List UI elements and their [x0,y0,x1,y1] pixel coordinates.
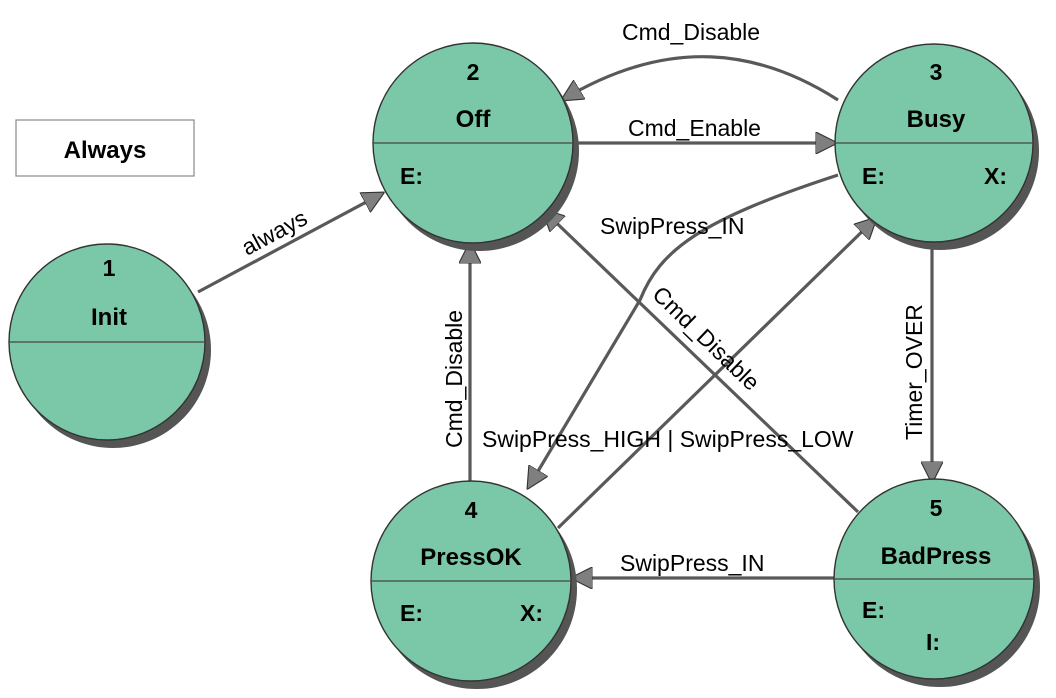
label-busy-to-badpress-timer: Timer_OVER [901,304,927,440]
state-pressok-name: PressOK [420,544,522,571]
state-pressok-exit-action: X: [520,600,543,626]
always-note: Always [15,119,195,177]
label-pressok-to-busy-high-low: SwipPress_HIGH | SwipPress_LOW [482,426,854,452]
edge-pressok-to-busy-high-low[interactable] [556,218,876,530]
label-badpress-to-off-disable: Cmd_Disable [648,281,765,396]
state-busy-exit-action: X: [984,163,1007,189]
edge-busy-to-pressok-swip-in[interactable] [528,173,839,488]
transition-labels: always Cmd_Disable Cmd_Enable SwipPress_… [237,19,927,576]
edge-init-to-off[interactable] [197,193,383,294]
transitions [197,55,932,578]
label-badpress-to-pressok-swip-in: SwipPress_IN [620,550,764,576]
state-badpress[interactable]: 5 BadPress E: I: [833,478,1040,687]
state-off[interactable]: 2 Off E: [372,42,579,251]
state-busy[interactable]: 3 Busy E: X: [834,43,1039,250]
always-note-label: Always [64,137,147,164]
state-pressok-number: 4 [465,497,478,523]
state-off-name: Off [456,106,492,133]
state-pressok[interactable]: 4 PressOK E: X: [370,480,577,689]
state-busy-entry-action: E: [862,163,885,189]
state-badpress-entry-action: E: [862,597,885,623]
state-init[interactable]: 1 Init [8,243,211,448]
state-badpress-number: 5 [930,495,943,521]
state-off-entry-action: E: [400,163,423,189]
state-off-number: 2 [467,59,480,85]
edge-badpress-to-off-disable[interactable] [543,210,860,514]
state-badpress-internal-action: I: [926,629,940,655]
edge-busy-to-off-disable[interactable] [562,55,839,100]
label-off-to-busy-enable: Cmd_Enable [628,115,761,141]
state-busy-name: Busy [907,106,966,133]
label-busy-to-pressok-swip-in: SwipPress_IN [600,213,744,239]
label-busy-to-off-disable: Cmd_Disable [622,19,760,45]
state-init-name: Init [91,304,127,331]
state-pressok-entry-action: E: [400,600,423,626]
state-busy-number: 3 [930,59,943,85]
label-pressok-to-off-disable: Cmd_Disable [441,310,467,448]
state-badpress-name: BadPress [881,543,992,570]
state-init-number: 1 [103,255,116,281]
